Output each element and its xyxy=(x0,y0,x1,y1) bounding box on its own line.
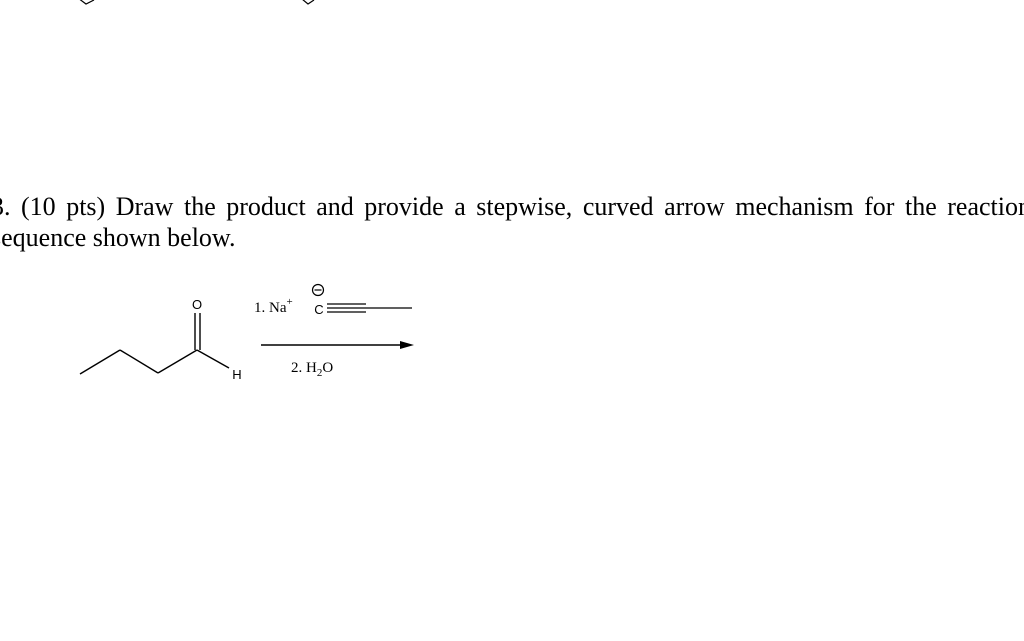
cropped-ring-fragments xyxy=(79,0,315,5)
step2-reagent-label: 2. H2O xyxy=(291,360,333,379)
bond-c1-h xyxy=(196,349,230,369)
question-text: 3. (10 pts) Draw the product and provide… xyxy=(0,192,1024,252)
bond-c3-c2 xyxy=(119,349,159,374)
bond-c2-c1 xyxy=(157,349,198,374)
hydrogen-atom-label: H xyxy=(232,367,241,382)
oxygen-atom-label: O xyxy=(192,297,202,312)
step1-reagent-label: 1. Na+ xyxy=(254,296,293,316)
carbanion-carbon-label: C xyxy=(314,302,323,317)
butanal-molecule xyxy=(79,313,230,375)
bond-c4-c3 xyxy=(79,349,121,375)
propynide-triple-bond xyxy=(327,303,412,313)
reaction-arrow xyxy=(261,341,414,349)
negative-charge-icon xyxy=(311,283,325,297)
